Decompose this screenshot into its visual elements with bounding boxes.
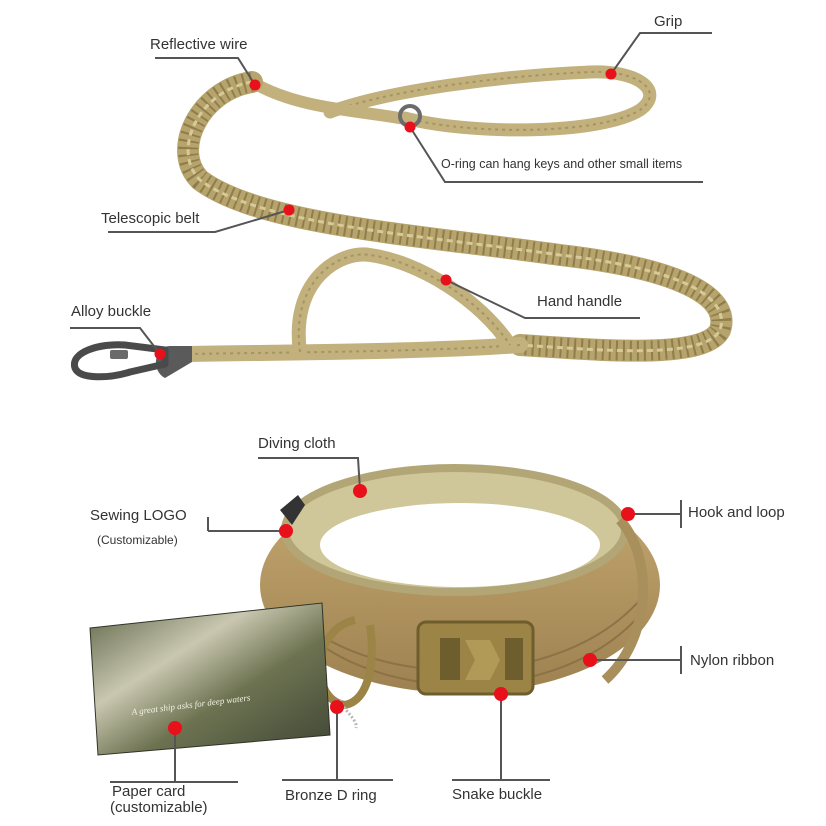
label-reflective-wire: Reflective wire: [150, 36, 248, 53]
marker-nylon-ribbon: [583, 653, 597, 667]
label-sewing-logo-sub: (Customizable): [97, 533, 178, 547]
snake-buckle: [416, 620, 535, 696]
label-nylon-ribbon: Nylon ribbon: [690, 652, 775, 669]
marker-grip: [605, 68, 617, 80]
alloy-buckle: [71, 341, 192, 381]
marker-alloy-buckle: [154, 348, 166, 360]
label-paper-card: Paper card: [112, 783, 186, 800]
paper-card: [89, 602, 331, 756]
label-o-ring: O-ring can hang keys and other small ite…: [441, 157, 683, 171]
marker-diving-cloth: [353, 484, 367, 498]
label-snake-buckle: Snake buckle: [452, 786, 543, 803]
label-hook-and-loop: Hook and loop: [688, 504, 785, 521]
marker-hand-handle: [440, 274, 452, 286]
grip-loop: [323, 65, 657, 137]
label-grip: Grip: [654, 13, 683, 30]
collar: [260, 464, 660, 729]
marker-reflective-wire: [249, 79, 261, 91]
leash: [71, 65, 733, 381]
marker-sewing-logo: [279, 524, 293, 538]
sewing-logo-tab: [280, 495, 305, 525]
marker-snake-buckle: [494, 687, 508, 701]
label-telescopic-belt: Telescopic belt: [101, 210, 200, 227]
bronze-d-ring: [315, 616, 376, 729]
label-paper-card-sub: (customizable): [110, 799, 208, 816]
marker-telescopic-belt: [283, 204, 295, 216]
label-hand-handle: Hand handle: [537, 293, 623, 310]
marker-hook-and-loop: [621, 507, 635, 521]
label-diving-cloth: Diving cloth: [258, 435, 336, 452]
marker-o-ring: [404, 121, 416, 133]
hand-handle: [291, 247, 517, 359]
marker-bronze-d-ring: [330, 700, 344, 714]
leader-lines: [70, 32, 712, 783]
marker-paper-card: [168, 721, 182, 735]
markers: [154, 68, 635, 735]
label-sewing-logo: Sewing LOGO: [90, 507, 187, 524]
label-bronze-d-ring: Bronze D ring: [285, 787, 377, 804]
label-alloy-buckle: Alloy buckle: [71, 303, 152, 320]
